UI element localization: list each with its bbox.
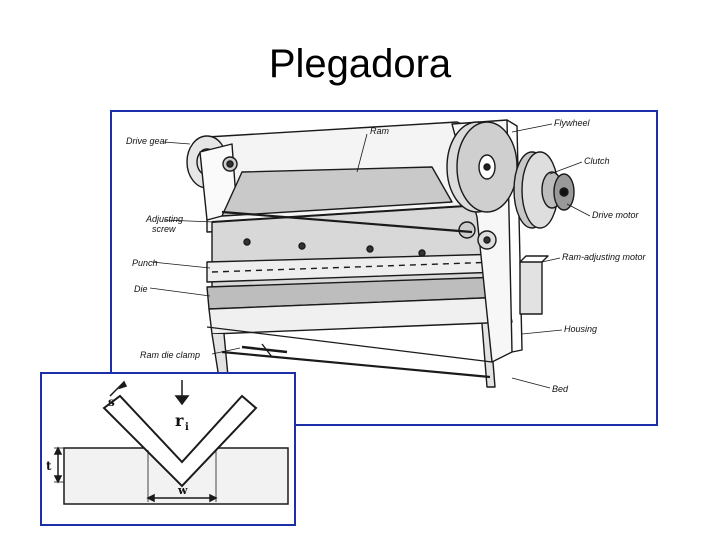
label-drive-motor: Drive motor	[592, 210, 640, 220]
press-brake-drawing: Drive gear Ram Flywheel Clutch Drive mot…	[126, 118, 647, 398]
label-flywheel: Flywheel	[554, 118, 591, 128]
label-die: Die	[134, 284, 148, 294]
label-clutch: Clutch	[584, 156, 610, 166]
v-bend-diagram: s r i t w	[46, 380, 289, 505]
press-brake-illustration: Drive gear Ram Flywheel Clutch Drive mot…	[110, 110, 658, 426]
label-adjusting-screw-line2: screw	[152, 224, 176, 234]
bend-geometry-inset: s r i t w	[40, 372, 296, 526]
label-s: s	[108, 395, 115, 409]
label-ram: Ram	[370, 126, 390, 136]
label-punch: Punch	[132, 258, 158, 268]
page-title: Plegadora	[268, 42, 452, 86]
label-ri: r	[175, 411, 184, 430]
label-t: t	[46, 459, 52, 473]
label-housing: Housing	[564, 324, 597, 334]
label-w: w	[177, 484, 188, 497]
label-adjusting-screw-line1: Adjusting	[145, 214, 183, 224]
label-drive-gear: Drive gear	[126, 136, 169, 146]
label-ram-die-clamp: Ram die clamp	[140, 350, 200, 360]
label-ram-adjusting-motor: Ram-adjusting motor	[562, 252, 647, 262]
label-ri-subscript: i	[185, 422, 189, 433]
label-bed: Bed	[552, 384, 569, 394]
